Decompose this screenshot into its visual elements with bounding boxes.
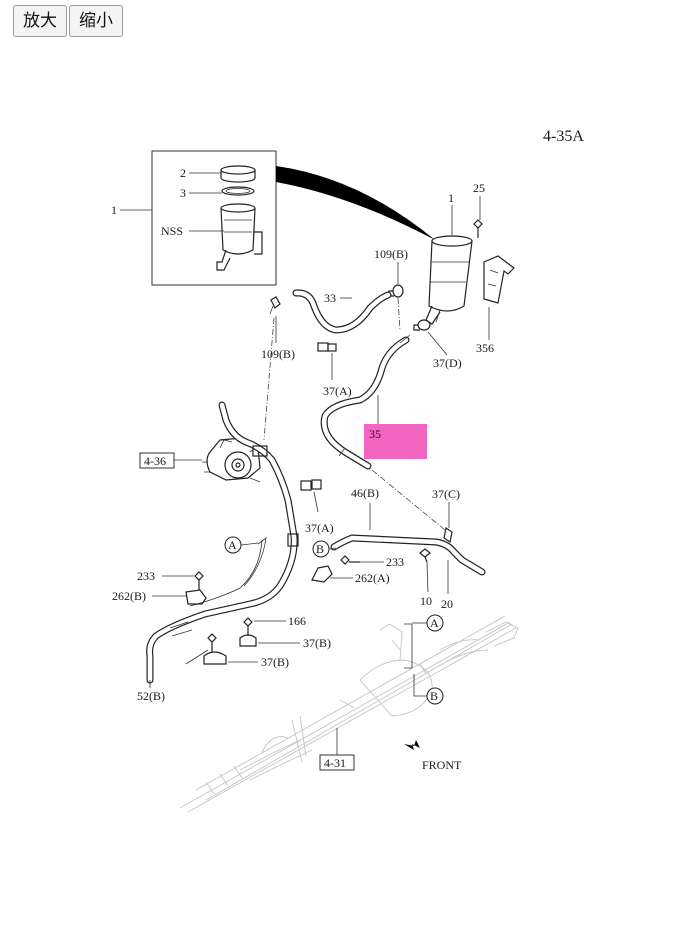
- clamp-109b-left: [269, 296, 281, 315]
- toolbar: 放大 缩小: [13, 5, 123, 37]
- label-37b-right: 37(B): [303, 636, 331, 650]
- zoom-in-button[interactable]: 放大: [13, 5, 67, 37]
- bolt-10: [419, 548, 431, 563]
- svg-text:A: A: [228, 538, 237, 552]
- ref-4-36[interactable]: 4-36: [144, 454, 166, 468]
- highlight-box: [364, 424, 427, 459]
- label-20: 20: [441, 597, 453, 611]
- label-37a-mid: 37(A): [305, 521, 334, 535]
- front-label: FRONT: [422, 758, 462, 772]
- bolt-233-right: [340, 555, 360, 565]
- label-109b-left: 109(B): [261, 347, 295, 361]
- label-35-highlight: 35: [369, 427, 381, 441]
- label-1-tank: 1: [448, 191, 454, 205]
- connector-line: [371, 469, 446, 531]
- clamp-37d: [413, 319, 431, 331]
- steering-rack: [179, 615, 519, 813]
- label-356: 356: [476, 341, 494, 355]
- steering-pump: [202, 437, 265, 483]
- label-166-right: 166: [288, 614, 306, 628]
- inset-pointer: [276, 166, 435, 240]
- connector-line: [397, 297, 401, 331]
- label-262b: 262(B): [112, 589, 146, 603]
- clamp-37b-right: [239, 634, 257, 647]
- bracket-262b: [185, 589, 207, 605]
- hose-46b: [330, 534, 486, 576]
- bracket-356: [483, 255, 515, 304]
- page-code: 4-35A: [543, 128, 584, 145]
- label-10: 10: [420, 594, 432, 608]
- label-25: 25: [473, 181, 485, 195]
- bolt-166-right: [243, 617, 253, 636]
- label-nss: NSS: [161, 224, 183, 238]
- clamp-37b-left: [203, 651, 227, 665]
- return-hose-33: [292, 289, 392, 334]
- ref-box-4-36[interactable]: [139, 452, 175, 469]
- bolt-233-left: [194, 571, 204, 590]
- label-46b: 46(B): [351, 486, 379, 500]
- clamp-37a-mid: [300, 479, 322, 491]
- ref-4-31[interactable]: 4-31: [324, 756, 346, 770]
- connector-line: [263, 317, 275, 441]
- zoom-out-button[interactable]: 缩小: [69, 5, 123, 37]
- label-233-right: 233: [386, 555, 404, 569]
- label-233-left: 233: [137, 569, 155, 583]
- reservoir-inset: [151, 150, 277, 286]
- callout-a-left: A: [224, 536, 242, 554]
- label-109b-top: 109(B): [374, 247, 408, 261]
- reservoir-tank: [425, 235, 473, 325]
- pressure-pipe: [146, 401, 299, 684]
- svg-text:B: B: [316, 542, 324, 556]
- callout-a-rack: A: [426, 614, 444, 632]
- label-1-inset: 1: [111, 203, 117, 217]
- label-2: 2: [180, 166, 186, 180]
- clamp-37a-top: [317, 342, 337, 352]
- bolt-25: [473, 219, 483, 238]
- label-37d: 37(D): [433, 356, 462, 370]
- callout-b-rack: B: [426, 687, 444, 705]
- bracket-262a: [311, 565, 333, 583]
- front-arrow-icon: [404, 740, 420, 750]
- label-37c: 37(C): [432, 487, 460, 501]
- suction-hose-35: [320, 334, 411, 470]
- svg-text:A: A: [430, 616, 439, 630]
- label-262a: 262(A): [355, 571, 390, 585]
- callout-b-mid: B: [312, 540, 330, 558]
- label-3: 3: [180, 186, 186, 200]
- label-52b: 52(B): [137, 689, 165, 703]
- label-37a-top: 37(A): [323, 384, 352, 398]
- svg-text:B: B: [430, 689, 438, 703]
- label-37b-left: 37(B): [261, 655, 289, 669]
- clamp-37c: [443, 527, 453, 543]
- label-33: 33: [324, 291, 336, 305]
- bolt-166-left: [207, 633, 217, 652]
